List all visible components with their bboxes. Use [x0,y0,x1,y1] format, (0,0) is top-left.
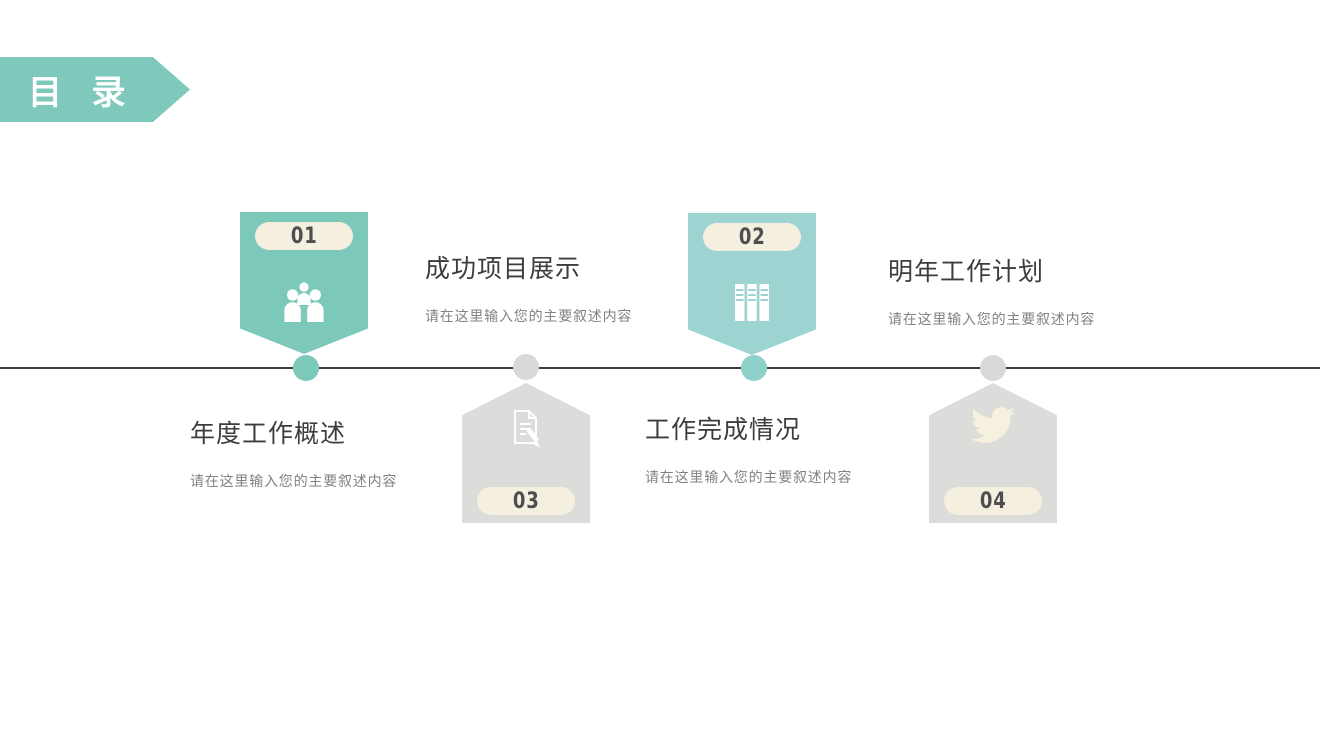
toc-title-01: 成功项目展示 [425,255,582,283]
twitter-bird-icon [971,407,1015,443]
toc-desc-04: 请在这里输入您的主要叙述内容 [645,469,853,485]
toc-desc-03: 请在这里输入您的主要叙述内容 [190,473,398,489]
toc-title-03: 年度工作概述 [190,420,347,448]
toc-text-03: 年度工作概述 请在这里输入您的主要叙述内容 [190,414,397,491]
books-icon [735,284,769,321]
timeline-line [0,367,1320,369]
toc-shape-04: 04 [929,383,1057,523]
number-badge-02: 02 [703,223,801,251]
toc-title-04: 工作完成情况 [645,416,802,444]
number-label: 04 [979,488,1007,514]
toc-text-01: 成功项目展示 请在这里输入您的主要叙述内容 [425,249,632,326]
number-badge-03: 03 [477,487,575,515]
toc-desc-02: 请在这里输入您的主要叙述内容 [888,311,1096,327]
number-badge-04: 04 [944,487,1042,515]
timeline-dot-04 [980,355,1006,381]
page-title: 目 录 [28,74,136,112]
toc-text-02: 明年工作计划 请在这里输入您的主要叙述内容 [888,252,1095,329]
timeline-dot-03 [513,354,539,380]
toc-shape-03: 03 [462,383,590,523]
number-label: 03 [512,488,540,514]
slide-title-banner: 目 录 [0,57,190,122]
timeline-dot-01 [293,355,319,381]
number-label: 01 [290,223,318,249]
toc-shape-02: 02 [688,213,816,355]
document-edit-icon [514,410,541,448]
people-group-icon [284,282,324,322]
number-badge-01: 01 [255,222,353,250]
toc-shape-01: 01 [240,212,368,354]
toc-title-02: 明年工作计划 [888,258,1045,286]
number-label: 02 [738,224,766,250]
toc-text-04: 工作完成情况 请在这里输入您的主要叙述内容 [645,410,852,487]
toc-desc-01: 请在这里输入您的主要叙述内容 [425,308,633,324]
timeline-dot-02 [741,355,767,381]
